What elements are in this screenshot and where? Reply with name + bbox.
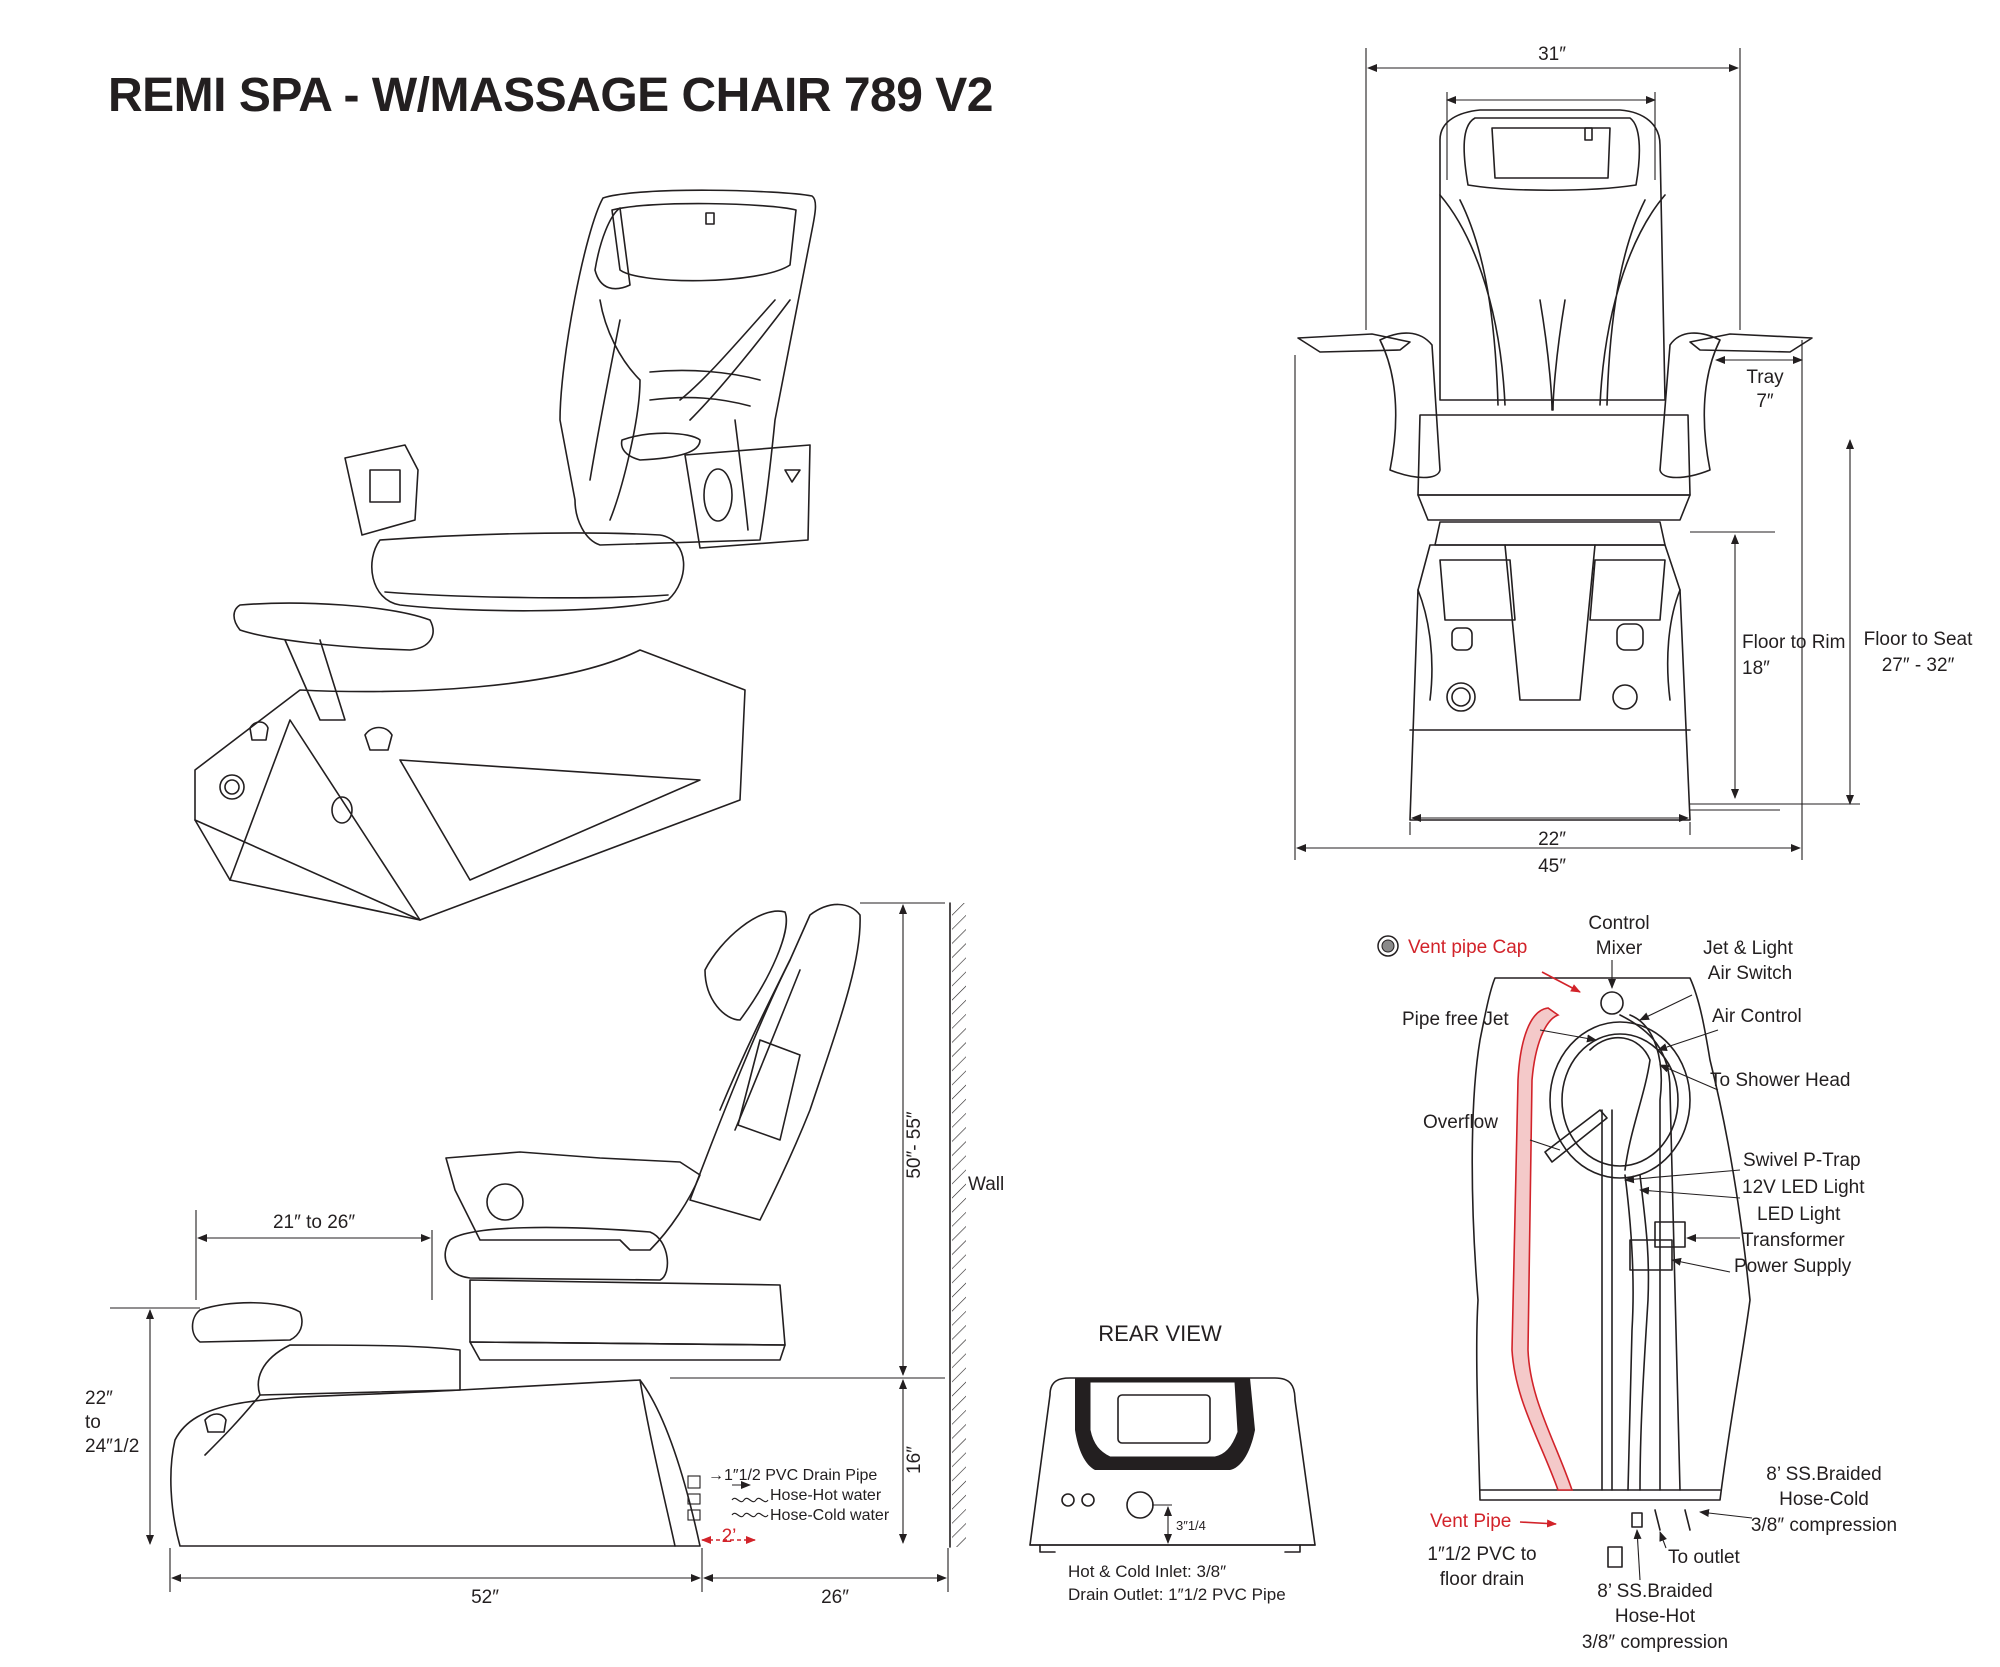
hose-cold-line2: Hose-Cold <box>1779 1489 1869 1510</box>
hose-hot-line3: 3/8″ compression <box>1582 1632 1728 1653</box>
hose-cold-line1: 8’ SS.Braided <box>1766 1464 1881 1485</box>
dim-front-width: 31″ <box>1538 44 1566 65</box>
pvc-drain-line1: 1″1/2 PVC to <box>1427 1544 1536 1565</box>
wall-label: Wall <box>968 1174 1004 1195</box>
air-control-label: Air Control <box>1712 1006 1802 1027</box>
floor-to-seat-value: 27″ - 32″ <box>1882 655 1955 676</box>
footrest-reach-dim: 21″ to 26″ <box>273 1212 355 1233</box>
footrest-height-line3: 24″1/2 <box>85 1436 139 1457</box>
clearance-label: 2’ <box>722 1526 737 1547</box>
jet-switch-line1: Jet & Light <box>1703 938 1793 959</box>
inlet-height-dim: 3″1/4 <box>1176 1518 1206 1533</box>
control-mixer-line2: Mixer <box>1596 938 1643 959</box>
vent-pipe-label: Vent Pipe <box>1430 1511 1511 1532</box>
transformer-label: Transformer <box>1742 1230 1845 1251</box>
led-12v-label: 12V LED Light <box>1742 1177 1865 1198</box>
perspective-view <box>194 189 817 921</box>
vent-pipe-cap-label: Vent pipe Cap <box>1408 937 1527 958</box>
rear-note-drain: Drain Outlet: 1″1/2 PVC Pipe <box>1068 1585 1286 1604</box>
jet-switch-line2: Air Switch <box>1708 963 1792 984</box>
base-height-dim: 16″ <box>904 1446 925 1474</box>
control-mixer-line1: Control <box>1588 913 1649 934</box>
side-height-dim: 50″- 55″ <box>904 1111 925 1179</box>
hose-hot-line2: Hose-Hot <box>1615 1606 1696 1627</box>
vent-cap-icon <box>1377 935 1399 957</box>
hose-hot-label: Hose-Hot water <box>770 1487 882 1504</box>
pvc-drain-line2: floor drain <box>1440 1569 1525 1590</box>
to-outlet-label: To outlet <box>1668 1547 1741 1568</box>
tray-label: Tray <box>1746 367 1784 388</box>
drain-pipe-label: →1″1/2 PVC Drain Pipe <box>708 1467 877 1484</box>
rear-view-heading: REAR VIEW <box>1098 1321 1222 1346</box>
floor-to-rim-label: Floor to Rim <box>1742 632 1845 653</box>
footrest-height-line2: to <box>85 1412 101 1433</box>
dim-overall-width: 45″ <box>1538 856 1566 877</box>
tray-value: 7″ <box>1756 391 1774 412</box>
overflow-label: Overflow <box>1423 1112 1498 1133</box>
dim-base-width: 22″ <box>1538 829 1566 850</box>
hose-hot-line1: 8’ SS.Braided <box>1597 1581 1712 1602</box>
floor-to-rim-value: 18″ <box>1742 658 1770 679</box>
led-light-label: LED Light <box>1757 1204 1841 1225</box>
rear-view: REAR VIEW 3″1/4 Hot & Cold Inlet: 3/8″ D… <box>1029 1321 1316 1604</box>
wall-clearance-dim: 26″ <box>821 1587 849 1608</box>
page-title: REMI SPA - W/MASSAGE CHAIR 789 V2 <box>108 69 993 122</box>
floor-to-seat-label: Floor to Seat <box>1864 629 1973 650</box>
side-length-dim: 52″ <box>471 1587 499 1608</box>
rear-note-inlet: Hot & Cold Inlet: 3/8″ <box>1068 1562 1226 1581</box>
pipe-free-jet-label: Pipe free Jet <box>1402 1009 1509 1030</box>
power-supply-label: Power Supply <box>1734 1256 1852 1277</box>
hose-cold-label: Hose-Cold water <box>770 1507 890 1524</box>
to-shower-head-label: To Shower Head <box>1710 1070 1850 1091</box>
front-view: 31″ Tray 7″ Floor to Rim 18″ Floor to Se… <box>1294 44 1973 877</box>
hose-cold-line3: 3/8″ compression <box>1751 1515 1897 1536</box>
footrest-height-line1: 22″ <box>85 1388 113 1409</box>
swivel-ptrap-label: Swivel P-Trap <box>1743 1150 1861 1171</box>
side-view: 21″ to 26″ 50″- 55″ Wall 16″ 22″ to 24″1… <box>85 902 1004 1608</box>
plumbing-view: Vent pipe Cap Control Mixer Jet & Light … <box>1377 913 1897 1653</box>
